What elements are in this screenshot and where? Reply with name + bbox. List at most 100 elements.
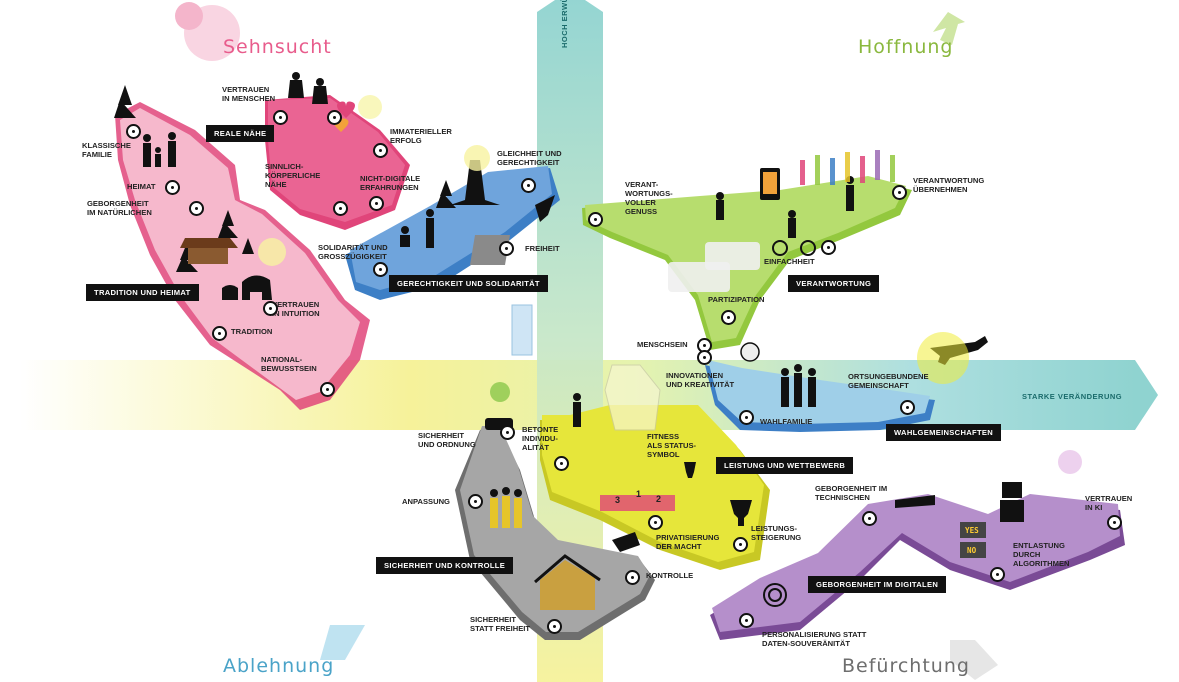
house-icon — [540, 560, 595, 610]
label-heimat: HEIMAT — [127, 182, 156, 191]
tag-geborgenheit-digital[interactable]: GEBORGENHEIT IM DIGITALEN — [808, 576, 947, 593]
pin-reale-naehe[interactable] — [327, 110, 342, 125]
bicycle-icon — [772, 210, 816, 256]
pin-vertrauen-menschen[interactable] — [273, 110, 288, 125]
pin-nationalbewusstsein[interactable] — [320, 382, 335, 397]
pin-sinnlich[interactable] — [333, 201, 348, 216]
pin-innovationen[interactable] — [697, 350, 712, 365]
tag-sicherheit[interactable]: SICHERHEIT UND KONTROLLE — [376, 557, 514, 574]
pin-personalisierung[interactable] — [739, 613, 754, 628]
tag-leistung[interactable]: LEISTUNG UND WETTBEWERB — [716, 457, 854, 474]
pin-leistungssteigerung[interactable] — [733, 537, 748, 552]
trophy-icon — [684, 462, 696, 478]
no-text: NO — [967, 546, 977, 555]
quadrant-hoffnung: Hoffnung — [858, 36, 953, 58]
quadrant-sehnsucht: Sehnsucht — [223, 36, 332, 58]
smartphone-screen — [763, 172, 777, 194]
tag-tradition-heimat[interactable]: TRADITION UND HEIMAT — [86, 284, 199, 301]
pin-freiheit[interactable] — [499, 241, 514, 256]
person-icon — [400, 235, 410, 247]
quadrant-ablehnung-label: Ablehnung — [223, 655, 335, 677]
person-icon — [426, 218, 434, 248]
cluster-wahlgemeinschaften-top — [708, 360, 930, 424]
label-verantwortung-uebernehmen: VERANTWORTUNG ÜBERNEHMEN — [913, 176, 985, 194]
no-screen — [960, 542, 986, 558]
label-sinnlich: SINNLICH- KÖRPERLICHE NÄHE — [265, 162, 321, 189]
pin-ortsungebundene[interactable] — [900, 400, 915, 415]
label-anpassung: ANPASSUNG — [402, 497, 450, 506]
tree-icon — [242, 238, 254, 254]
pin-nicht-digitale[interactable] — [369, 196, 384, 211]
podium-1: 1 — [636, 489, 642, 499]
label-ortsungebundene: ORTSUNGEBUNDENE GEMEINSCHAFT — [848, 372, 929, 390]
podium-2: 2 — [656, 494, 662, 504]
podium-3: 3 — [615, 495, 621, 505]
pin-entlastung[interactable] — [990, 567, 1005, 582]
label-nicht-digitale: NICHT-DIGITALE ERFAHRUNGEN — [360, 174, 421, 192]
pin-solidaritaet[interactable] — [373, 262, 388, 277]
pin-verantwortung-uebernehmen[interactable] — [892, 185, 907, 200]
label-privatisierung: PRIVATISIERUNG DER MACHT — [656, 533, 720, 551]
pin-immaterieller-erfolg[interactable] — [373, 143, 388, 158]
pin-geborgenheit-natuerlich[interactable] — [189, 201, 204, 216]
label-einfachheit: EINFACHHEIT — [764, 257, 815, 266]
yes-screen — [960, 522, 986, 538]
pin-anpassung[interactable] — [468, 494, 483, 509]
decor-circle — [175, 2, 203, 30]
cluster-geborgenheit-digital-top — [712, 494, 1120, 632]
label-geborgenheit-technisch: GEBORGENHEIT IM TECHNISCHEN — [815, 484, 888, 502]
family-icon — [143, 132, 176, 167]
pin-wahlfamilie[interactable] — [739, 410, 754, 425]
pin-klassische-familie[interactable] — [126, 124, 141, 139]
label-sicherheit-ordnung: SICHERHEIT UND ORDNUNG — [418, 431, 476, 449]
pin-kontrolle[interactable] — [625, 570, 640, 585]
quadrant-hoffnung-label: Hoffnung — [858, 36, 954, 58]
glow — [358, 95, 382, 119]
pin-partizipation[interactable] — [721, 310, 736, 325]
pin-privatisierung[interactable] — [648, 515, 663, 530]
label-solidaritaet: SOLIDARITÄT UND GROSSZÜGIGKEIT — [318, 243, 388, 261]
pin-einfachheit[interactable] — [821, 240, 836, 255]
pin-sicherheit-statt-freiheit[interactable] — [547, 619, 562, 634]
pin-gleichheit[interactable] — [521, 178, 536, 193]
label-fitness: FITNESS ALS STATUS- SYMBOL — [647, 432, 697, 459]
label-freiheit: FREIHEIT — [525, 244, 560, 253]
label-entlastung: ENTLASTUNG DURCH ALGORITHMEN — [1013, 541, 1070, 568]
person-icon — [573, 402, 581, 427]
label-innovationen: INNOVATIONEN UND KREATIVITÄT — [666, 371, 735, 389]
dove-icon — [535, 195, 555, 222]
label-leistungssteigerung: LEISTUNGS- STEIGERUNG — [751, 524, 802, 542]
decor-cross — [950, 640, 998, 680]
label-wahlfamilie: WAHLFAMILIE — [760, 417, 813, 426]
pin-vertrauen-intuition[interactable] — [263, 301, 278, 316]
pin-tradition[interactable] — [212, 326, 227, 341]
label-betonte-individualitaet: BETONTE INDIVIDU- ALITÄT — [522, 425, 559, 452]
tag-gerechtigkeit[interactable]: GERECHTIGKEIT UND SOLIDARITÄT — [389, 275, 548, 292]
label-verantwortungsvoller-genuss: VERANT- WORTUNGS- VOLLER GENUSS — [625, 180, 673, 216]
label-gleichheit: GLEICHHEIT UND GERECHTIGKEIT — [497, 149, 562, 167]
chat-bubble — [705, 242, 760, 270]
tag-wahlgemeinschaften[interactable]: WAHLGEMEINSCHAFTEN — [886, 424, 1002, 441]
quadrant-befuerchtung: Befürchtung — [842, 655, 970, 677]
tree-icon — [176, 243, 198, 272]
quadrant-befuerchtung-label: Befürchtung — [842, 655, 970, 677]
tag-verantwortung[interactable]: VERANTWORTUNG — [788, 275, 880, 292]
tag-reale-naehe[interactable]: REALE NÄHE — [206, 125, 275, 142]
pin-vertrauen-ki[interactable] — [1107, 515, 1122, 530]
label-nationalbewusstsein: NATIONAL- BEWUSSTSEIN — [261, 355, 317, 373]
pin-geborgenheit-technisch[interactable] — [862, 511, 877, 526]
person-icon — [895, 495, 935, 508]
yes-text: YES — [965, 526, 979, 535]
quadrant-sehnsucht-label: Sehnsucht — [223, 36, 332, 58]
glow — [1058, 450, 1082, 474]
label-vertrauen-ki: VERTRAUEN IN KI — [1085, 494, 1133, 512]
cluster-reale-naehe-top — [268, 98, 405, 222]
pin-betonte-individualitaet[interactable] — [554, 456, 569, 471]
camera-icon — [612, 532, 640, 552]
glow — [917, 332, 969, 384]
pin-heimat[interactable] — [165, 180, 180, 195]
podium-base — [600, 495, 675, 511]
heart-icon — [337, 101, 355, 118]
pin-sicherheit-ordnung[interactable] — [500, 425, 515, 440]
pin-verantwortungsvoller-genuss[interactable] — [588, 212, 603, 227]
